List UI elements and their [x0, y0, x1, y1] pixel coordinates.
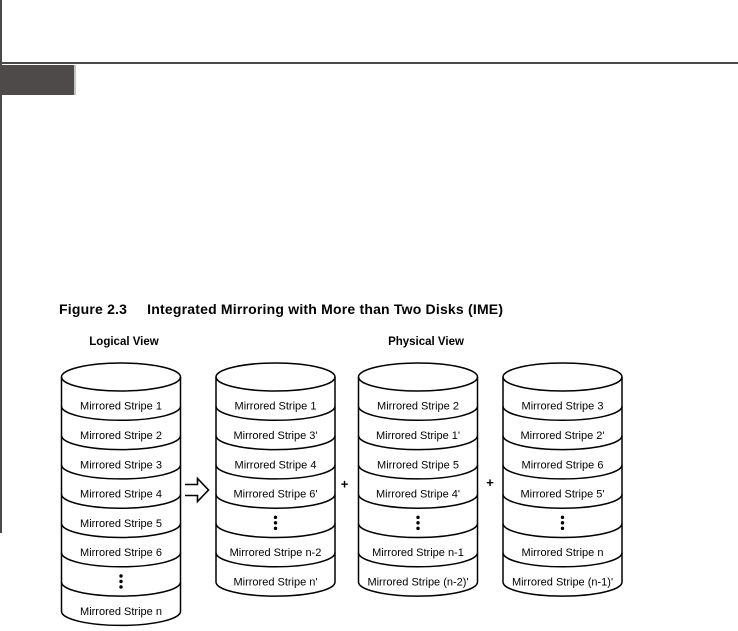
- double-right-arrow-icon: [185, 476, 210, 504]
- plus-sign-1: +: [341, 477, 349, 492]
- stripe-separator-arc: [502, 464, 623, 480]
- disk-cylinder-physical-disk-1: Mirrored Stripe 1 Mirrored Stripe 3' Mirro…: [215, 362, 336, 597]
- disk-cylinder-physical-disk-3: Mirrored Stripe 3 Mirrored Stripe 2' Mirro…: [502, 362, 623, 597]
- left-margin-rule: [0, 0, 2, 533]
- stripe-label: Mirrored Stripe 4: [80, 489, 162, 501]
- stripe-label: Mirrored Stripe (n-2)': [367, 576, 468, 588]
- stripe-label: Mirrored Stripe 4': [376, 489, 460, 501]
- stripe-separator-arc: [215, 464, 336, 480]
- stripe-label: Mirrored Stripe 5': [520, 489, 604, 501]
- stripe-label: Mirrored Stripe 2': [520, 430, 604, 442]
- stripe-separator-arc: [215, 435, 336, 451]
- stripe-label: Mirrored Stripe (n-1)': [512, 576, 613, 588]
- vertical-ellipsis-icon: [560, 515, 565, 520]
- stripe-label: Mirrored Stripe 4: [235, 459, 317, 471]
- physical-view-label: Physical View: [388, 336, 464, 348]
- stripe-separator-arc: [60, 494, 182, 509]
- stripe-label: Mirrored Stripe 6: [522, 459, 604, 471]
- stripe-separator-arc: [502, 494, 623, 509]
- chapter-tab: [0, 64, 76, 95]
- stripe-label: Mirrored Stripe n-2: [230, 547, 322, 559]
- stripe-separator-arc: [357, 406, 479, 422]
- disk-cylinder-logical-disk: Mirrored Stripe 1 Mirrored Stripe 2 Mirror…: [60, 362, 182, 627]
- vertical-ellipsis-icon: [119, 585, 123, 589]
- stripe-separator-arc: [502, 523, 623, 539]
- stripe-label: Mirrored Stripe 2: [80, 430, 162, 442]
- stripe-separator-arc: [357, 494, 479, 509]
- vertical-ellipsis-icon: [416, 521, 420, 525]
- stripe-label: Mirrored Stripe 5: [80, 518, 162, 530]
- stripe-separator-arc: [357, 523, 479, 539]
- vertical-ellipsis-icon: [560, 526, 565, 531]
- disk-top-ellipse: [357, 362, 479, 392]
- disk-top-ellipse: [502, 362, 623, 392]
- stripe-separator-arc: [502, 406, 623, 422]
- vertical-ellipsis-icon: [273, 515, 278, 520]
- stripe-label: Mirrored Stripe n: [80, 606, 162, 618]
- stripe-separator-arc: [215, 552, 336, 568]
- disk-top-ellipse: [215, 362, 336, 392]
- stripe-separator-arc: [215, 406, 336, 422]
- vertical-ellipsis-icon: [273, 526, 278, 531]
- stripe-label: Mirrored Stripe n': [233, 576, 317, 588]
- stripe-separator-arc: [60, 435, 182, 451]
- vertical-ellipsis-icon: [416, 515, 420, 520]
- figure-number: Figure 2.3: [59, 301, 128, 317]
- stripe-separator-arc: [215, 494, 336, 509]
- vertical-ellipsis-icon: [416, 526, 420, 531]
- header-rule: [0, 62, 738, 64]
- stripe-separator-arc: [60, 464, 182, 480]
- vertical-ellipsis-icon: [119, 574, 123, 578]
- disk-body-outline: [357, 377, 479, 597]
- stripe-separator-arc: [60, 523, 182, 539]
- stripe-label: Mirrored Stripe 3': [233, 430, 317, 442]
- vertical-ellipsis-icon: [560, 521, 565, 525]
- stripe-separator-arc: [60, 406, 182, 422]
- stripe-label: Mirrored Stripe 6: [80, 547, 162, 559]
- stripe-separator-arc: [502, 552, 623, 568]
- stripe-separator-arc: [357, 464, 479, 480]
- stripe-label: Mirrored Stripe 3: [80, 459, 162, 471]
- stripe-label: Mirrored Stripe 1: [235, 401, 317, 413]
- stripe-label: Mirrored Stripe 1: [80, 401, 162, 413]
- vertical-ellipsis-icon: [273, 521, 278, 525]
- stripe-separator-arc: [60, 581, 182, 597]
- stripe-label: Mirrored Stripe 1': [376, 430, 460, 442]
- stripe-label: Mirrored Stripe 3: [522, 401, 604, 413]
- stripe-separator-arc: [60, 552, 182, 568]
- stripe-label: Mirrored Stripe 2: [377, 401, 459, 413]
- stripe-label: Mirrored Stripe 6': [233, 489, 317, 501]
- stripe-label: Mirrored Stripe n: [522, 547, 604, 559]
- logical-view-label: Logical View: [89, 336, 159, 348]
- stripe-separator-arc: [215, 523, 336, 539]
- disk-top-ellipse: [60, 362, 182, 392]
- figure-title: Integrated Mirroring with More than Two …: [147, 301, 504, 317]
- figure-caption: Figure 2.3 Integrated Mirroring with More…: [59, 301, 503, 317]
- disk-body-outline: [502, 377, 623, 597]
- stripe-label: Mirrored Stripe 5: [377, 459, 459, 471]
- disk-body-outline: [60, 377, 182, 627]
- stripe-label: Mirrored Stripe n-1: [372, 547, 464, 559]
- stripe-separator-arc: [502, 435, 623, 451]
- plus-sign-2: +: [486, 475, 494, 490]
- vertical-ellipsis-icon: [119, 579, 123, 584]
- disk-body-outline: [215, 377, 336, 597]
- stripe-separator-arc: [357, 435, 479, 451]
- stripe-separator-arc: [357, 552, 479, 568]
- disk-cylinder-physical-disk-2: Mirrored Stripe 2 Mirrored Stripe 1' Mirro…: [357, 362, 479, 597]
